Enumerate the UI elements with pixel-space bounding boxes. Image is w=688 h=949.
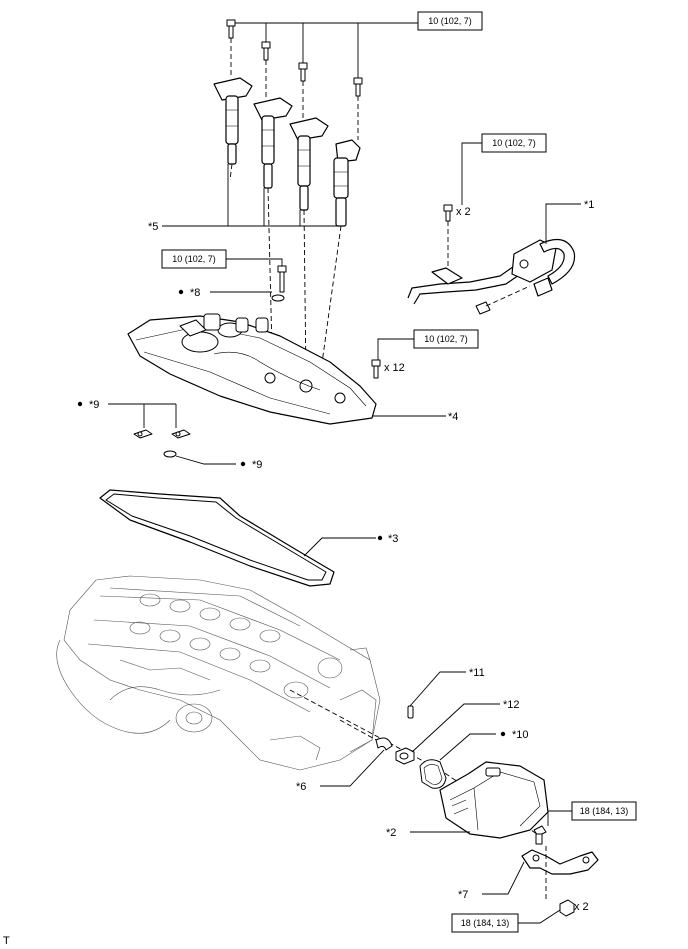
coil-bolt bbox=[353, 77, 363, 97]
cylinder-head-cover bbox=[127, 313, 446, 425]
head-cover-gasket bbox=[99, 489, 376, 587]
qty-bracket-nuts: x 2 bbox=[574, 901, 589, 913]
label-p11: *11 bbox=[469, 667, 485, 679]
gasket-p8 bbox=[210, 291, 285, 302]
stud-bolt bbox=[226, 258, 287, 293]
ignition-coil bbox=[213, 77, 253, 165]
gasket-p10 bbox=[419, 733, 496, 789]
label-p12: *12 bbox=[503, 699, 520, 711]
label-p7: *7 bbox=[458, 889, 468, 901]
torque-text-stud: 10 (102, 7) bbox=[172, 254, 216, 264]
cover-bolt bbox=[371, 338, 414, 379]
pin-p11 bbox=[407, 671, 466, 719]
bullet-p9b bbox=[240, 461, 246, 467]
label-p1: *1 bbox=[584, 199, 594, 211]
ignition-coil bbox=[253, 97, 293, 189]
torque-text-cover: 10 (102, 7) bbox=[424, 334, 468, 344]
torque-text-coil: 10 (102, 7) bbox=[428, 16, 472, 26]
bracket-p7 bbox=[482, 849, 599, 895]
torque-spec-sensor: 10 (102, 7) bbox=[481, 133, 547, 153]
actuator-p2 bbox=[410, 761, 549, 839]
bullet-p9a bbox=[77, 401, 83, 407]
ignition-coil bbox=[289, 117, 329, 211]
label-p10: *10 bbox=[512, 729, 529, 741]
label-p2: *2 bbox=[386, 827, 396, 839]
engine-head bbox=[56, 575, 541, 837]
sensor-assembly: x 2 bbox=[407, 142, 581, 315]
coil-bolt bbox=[226, 19, 236, 39]
camshaft-lobes bbox=[129, 593, 343, 699]
ignition-coil bbox=[333, 139, 361, 227]
torque-text-actuator: 18 (184, 13) bbox=[580, 806, 629, 816]
torque-spec-bracket: 18 (184, 13) bbox=[451, 913, 519, 933]
torque-spec-cover: 10 (102, 7) bbox=[413, 329, 479, 349]
qty-cover-bolts: x 12 bbox=[384, 362, 405, 374]
bracket-nut bbox=[518, 846, 575, 924]
label-p3: *3 bbox=[388, 533, 398, 545]
ignition-coil-group bbox=[162, 19, 418, 393]
plug-tube-gaskets bbox=[108, 403, 236, 465]
actuator-bolt bbox=[533, 810, 572, 845]
joint-p12 bbox=[395, 703, 500, 765]
label-p8: *8 bbox=[190, 287, 200, 299]
qty-sensor-bolts: x 2 bbox=[456, 206, 471, 218]
label-p4: *4 bbox=[448, 411, 458, 423]
footer-mark: T bbox=[3, 935, 10, 947]
label-p5: *5 bbox=[148, 221, 158, 233]
torque-text-sensor: 10 (102, 7) bbox=[492, 138, 536, 148]
label-p9a: *9 bbox=[89, 399, 99, 411]
coil-bolt bbox=[261, 41, 271, 61]
label-p9b: *9 bbox=[252, 459, 262, 471]
clip-p6 bbox=[320, 737, 393, 787]
torque-spec-actuator: 18 (184, 13) bbox=[571, 801, 637, 821]
bullet-p8 bbox=[178, 289, 184, 295]
coil-bolt bbox=[298, 62, 308, 82]
torque-spec-stud: 10 (102, 7) bbox=[161, 249, 227, 269]
bullet-p10 bbox=[500, 731, 506, 737]
torque-spec-coil: 10 (102, 7) bbox=[417, 11, 483, 31]
label-p6: *6 bbox=[296, 781, 306, 793]
sensor-bolt bbox=[443, 204, 453, 222]
torque-text-bracket: 18 (184, 13) bbox=[461, 918, 510, 928]
bullet-p3 bbox=[377, 535, 383, 541]
